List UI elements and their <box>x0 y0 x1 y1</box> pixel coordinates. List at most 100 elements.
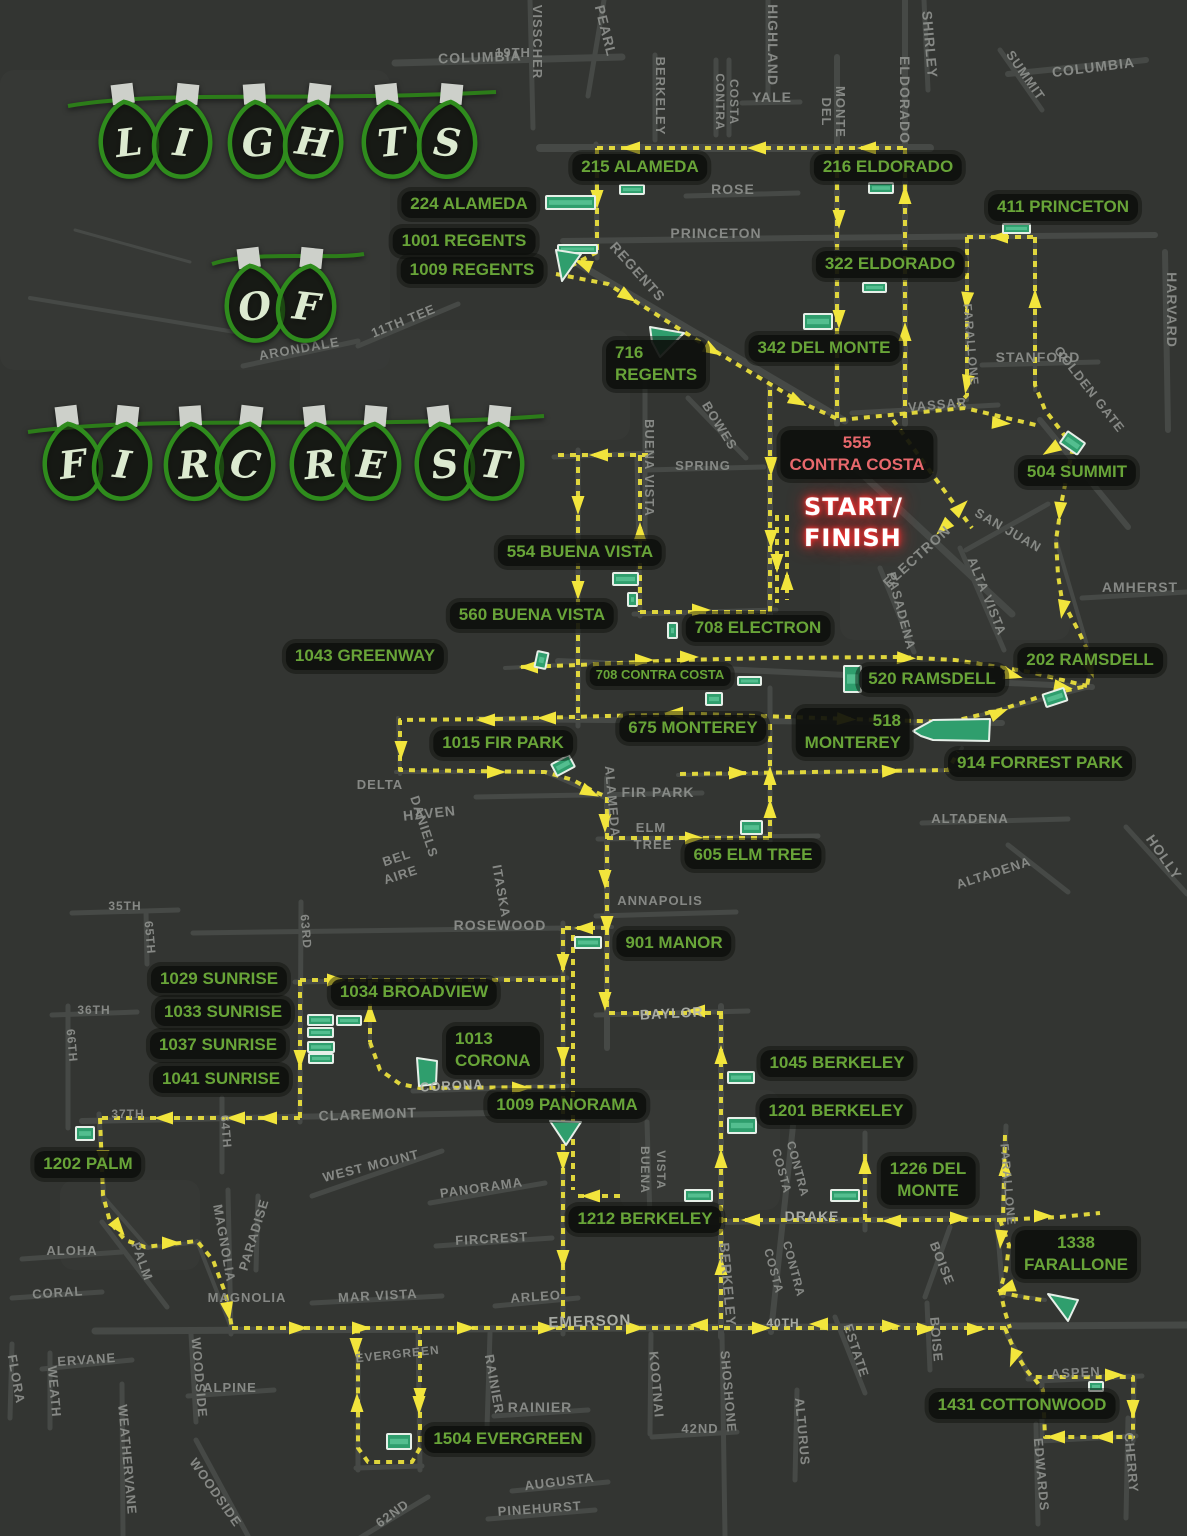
street-label-panorama: PANORAMA <box>439 1174 524 1200</box>
street-label-altadena: ALTADENA <box>931 811 1009 826</box>
stop-label-line: 1009 PANORAMA <box>496 1095 638 1114</box>
bulb-letter-c: C <box>214 404 276 501</box>
route-segment <box>999 1211 1101 1222</box>
route-arrow <box>571 581 585 600</box>
road <box>485 1507 598 1522</box>
route-arrow <box>289 1321 308 1335</box>
route-arrow <box>752 1321 771 1335</box>
road <box>39 1357 135 1372</box>
route-arrow <box>1126 1400 1140 1419</box>
stop-label-line: 901 MANOR <box>625 933 723 952</box>
road <box>921 0 931 93</box>
stop-label-322-eldorado: 322 ELDORADO <box>815 251 965 278</box>
road <box>433 1235 555 1249</box>
route-arrow <box>967 1322 986 1336</box>
stop-label-line: MONTE <box>897 1180 959 1200</box>
route-arrow <box>363 1003 377 1022</box>
route-arrow <box>571 496 585 515</box>
route-arrow <box>1042 439 1063 455</box>
road <box>353 1463 425 1471</box>
stop-label-1431-cottonwood: 1431 COTTONWOOD <box>928 1392 1116 1419</box>
house-marker <box>667 622 678 639</box>
bulb-letter-glyph: H <box>292 117 335 166</box>
route-arrow <box>809 1317 828 1331</box>
route-arrow <box>512 1081 531 1095</box>
route-arrow <box>556 1250 570 1269</box>
street-label-arleo: ARLEO <box>510 1287 561 1305</box>
stop-label-line: 1045 BERKELEY <box>769 1053 905 1072</box>
route-arrow <box>600 916 614 935</box>
house-marker <box>533 650 550 670</box>
route-arrow <box>457 1321 476 1335</box>
route-segment <box>956 237 969 407</box>
road <box>190 925 570 936</box>
stop-label-line: 224 ALAMEDA <box>410 194 528 213</box>
street-label-rosewood: ROSEWOOD <box>454 917 547 933</box>
route-arrow <box>936 516 955 535</box>
route-segment <box>1003 1327 1135 1439</box>
stop-label-675-monterey: 675 MONTEREY <box>619 715 767 742</box>
route-arrow <box>898 322 912 341</box>
street-label-baylor: BAYLOR <box>639 1003 704 1022</box>
street-label-tree: TREE <box>634 837 673 852</box>
street-label-stanford: STANFORD <box>996 349 1081 365</box>
stop-label-line: 708 ELECTRON <box>694 618 822 637</box>
route-arrow <box>764 457 778 476</box>
house-marker <box>830 1189 860 1202</box>
road <box>427 1180 548 1206</box>
road <box>297 899 304 1125</box>
house-markers <box>75 182 1104 1450</box>
stop-label-708-contra-costa: 708 CONTRA COSTA <box>589 666 731 686</box>
stop-label-line: 1033 SUNRISE <box>163 1002 283 1021</box>
bulb-letter-glyph: G <box>240 119 276 166</box>
route-arrow <box>581 1189 600 1203</box>
street-label-pinehurst: PINEHURST <box>497 1498 582 1519</box>
bulb-body-icon <box>340 421 402 501</box>
stop-label-line: 1202 PALM <box>43 1154 133 1173</box>
route-segment <box>1001 1134 1007 1219</box>
route-arrow <box>1002 666 1023 680</box>
bulb-cap-icon <box>239 404 264 428</box>
stop-label-start-finish: START/FINISH <box>795 490 912 556</box>
stop-label-605-elm-tree: 605 ELM TREE <box>684 842 822 869</box>
stop-label-504-summit: 504 SUMMIT <box>1017 459 1137 486</box>
road <box>963 501 1051 553</box>
stop-label-line: 1029 SUNRISE <box>159 969 279 988</box>
bulb-body-icon <box>224 263 286 343</box>
route-arrow <box>686 1004 705 1018</box>
route-arrow <box>689 1318 708 1332</box>
road <box>509 1479 611 1494</box>
stop-label-560-buena-vista: 560 BUENA VISTA <box>449 602 615 629</box>
road <box>309 1293 445 1306</box>
bulb-cap-icon <box>487 404 512 428</box>
route-arrow <box>579 782 599 797</box>
route-arrow <box>556 1152 570 1171</box>
street-label-shirley: SHIRLEY <box>919 10 941 79</box>
route-arrow <box>154 1111 173 1125</box>
route-arrow <box>537 711 556 725</box>
route-arrow <box>626 1321 645 1335</box>
road <box>849 402 1001 416</box>
route-arrow <box>786 391 807 406</box>
house-marker <box>727 1117 757 1134</box>
street-label-contra: CONTRA <box>713 73 727 130</box>
road <box>119 1381 126 1536</box>
bulb-letter-i: I <box>91 404 153 501</box>
street-label-haven: HAVEN <box>402 802 456 823</box>
route-arrow <box>349 1338 363 1357</box>
bulb-cap-icon <box>110 82 135 106</box>
stop-label-line: REGENTS <box>615 364 698 384</box>
bulb-cap-icon <box>439 83 464 105</box>
route-arrow <box>412 1396 426 1415</box>
stop-label-line: 1037 SUNRISE <box>158 1035 278 1054</box>
road <box>19 1249 125 1262</box>
route-arrow <box>598 870 612 889</box>
road <box>188 1331 199 1425</box>
bulb-letter-glyph: L <box>112 118 145 166</box>
street-label-fir-park: FIR PARK <box>621 784 694 800</box>
house-marker <box>612 572 639 586</box>
